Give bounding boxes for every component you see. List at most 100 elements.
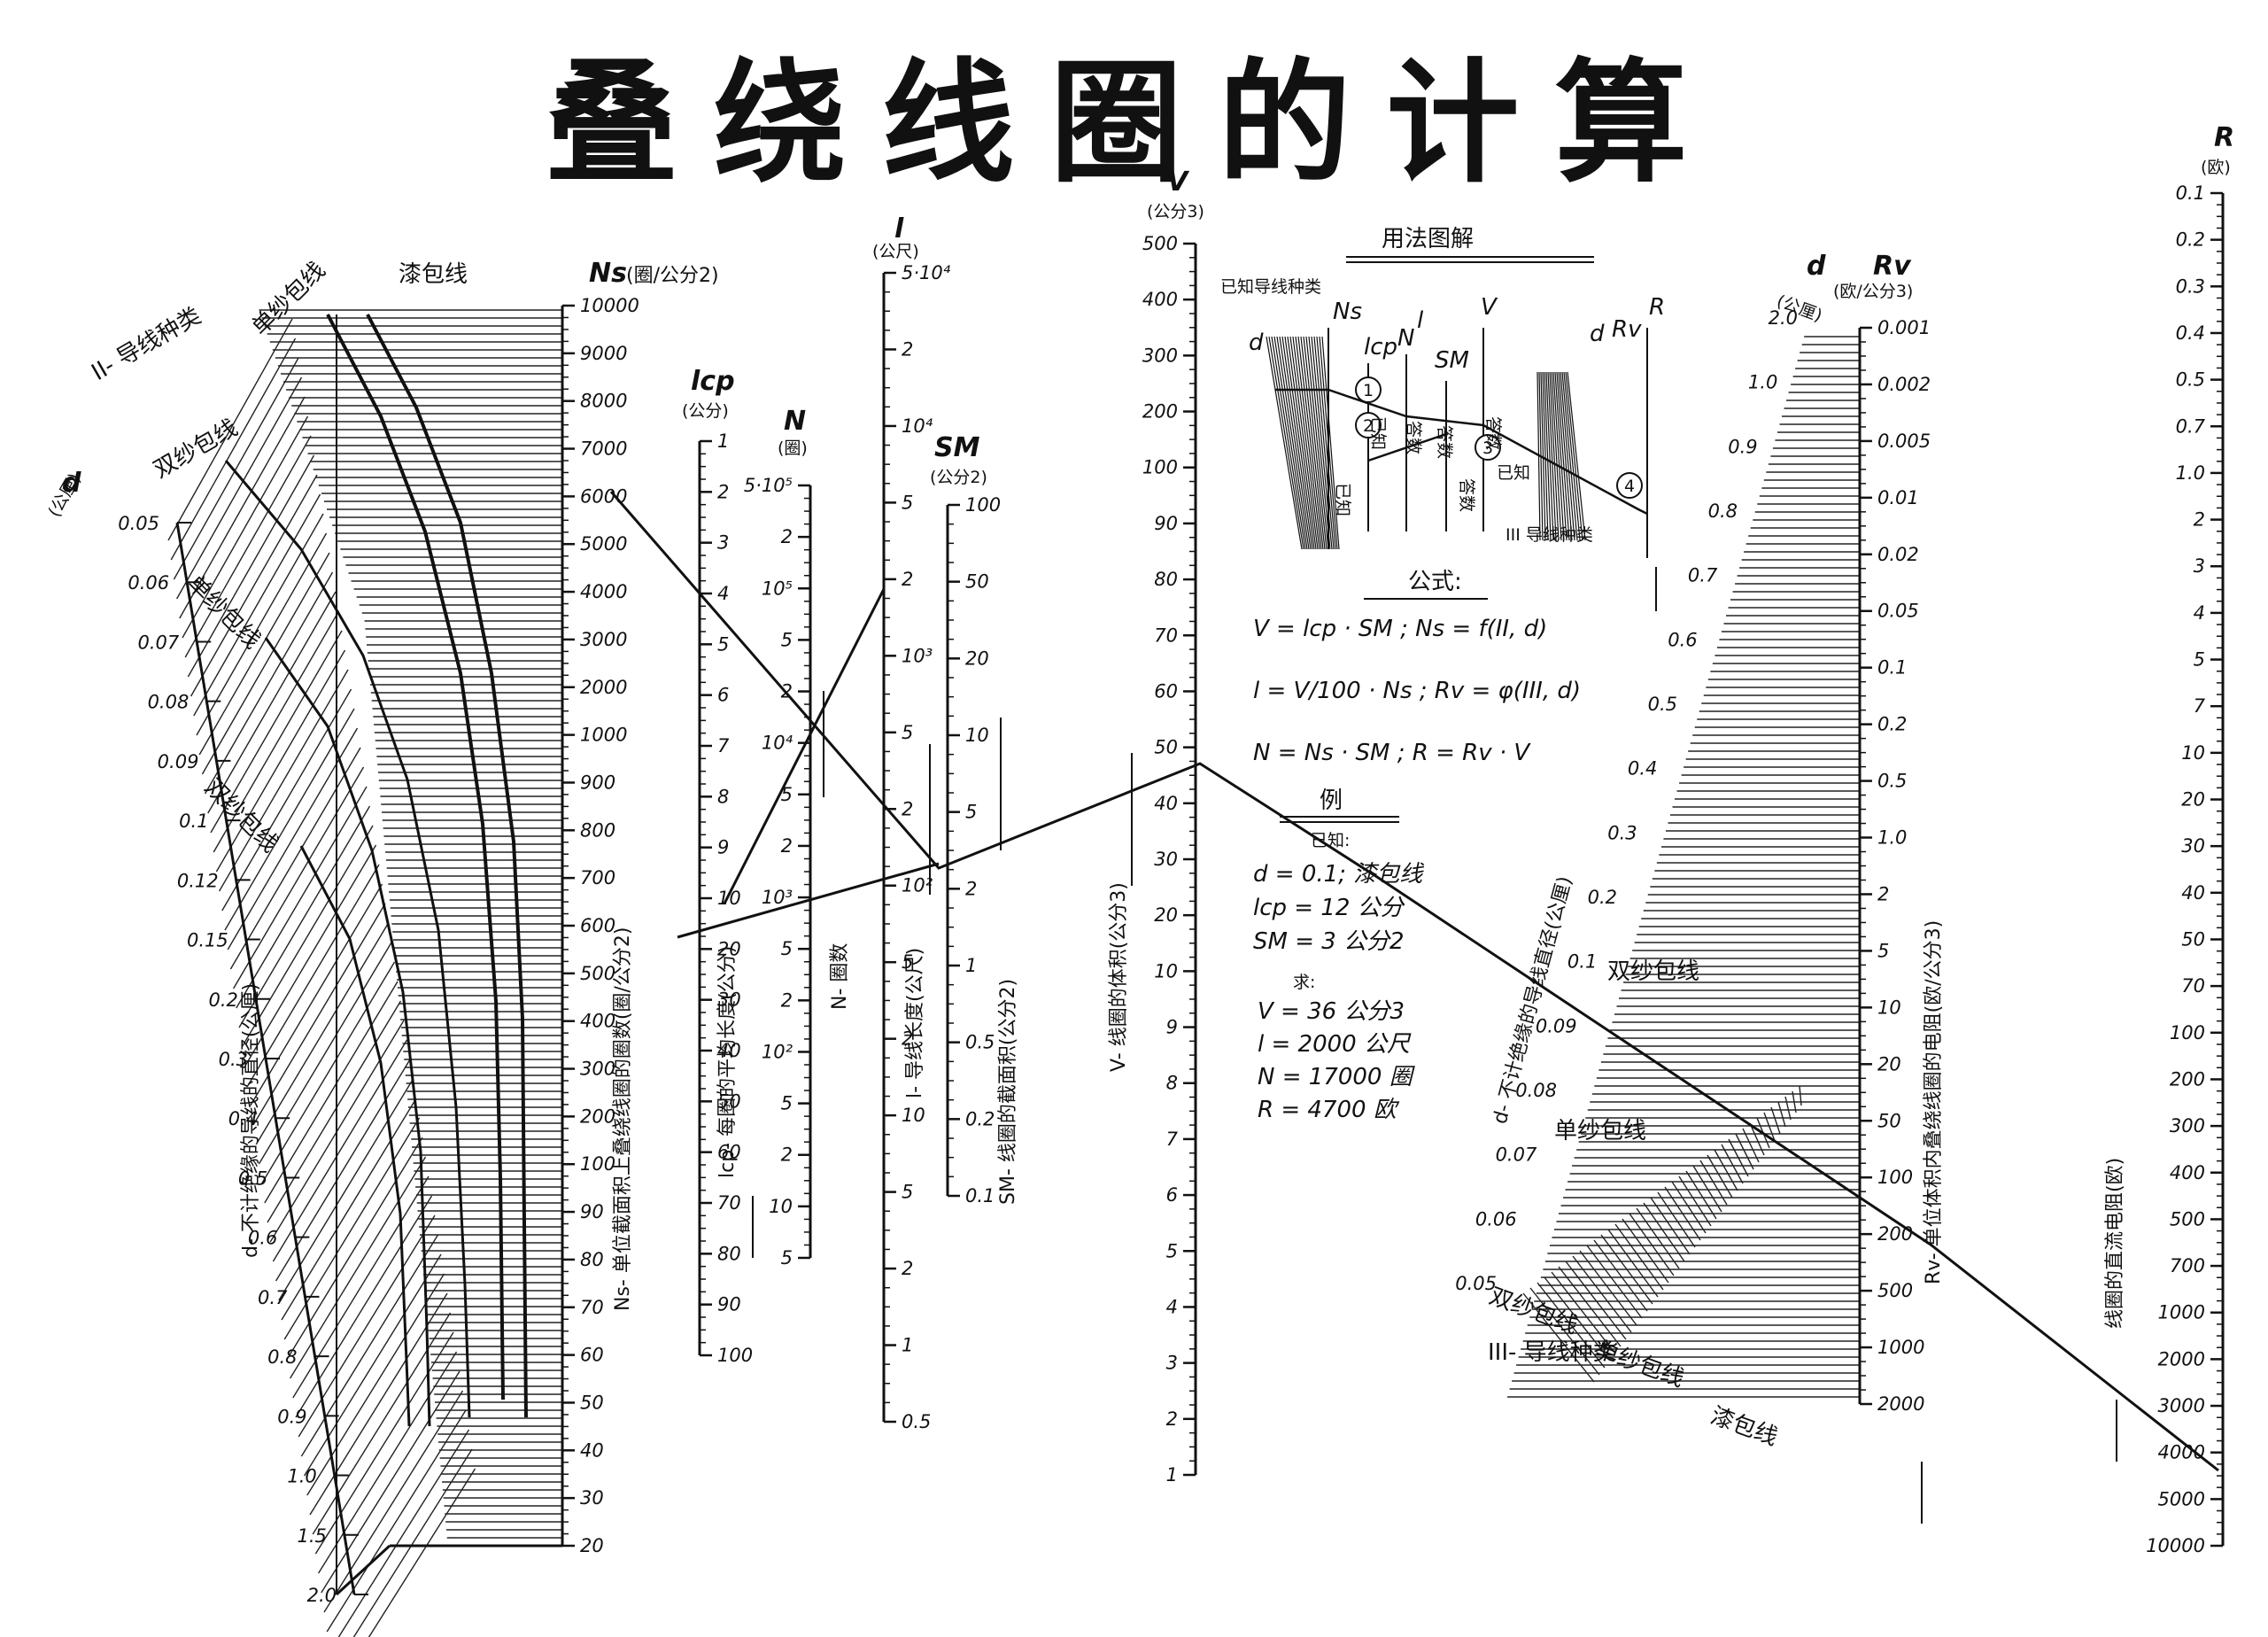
left-d-tick-label: 0.8	[267, 1346, 297, 1368]
sm-axis-tick-label: 5	[965, 802, 977, 823]
diag-hatch	[236, 786, 368, 1009]
usage-label: R	[1649, 294, 1665, 321]
example-known-label: 已知:	[1311, 831, 1350, 850]
r-axis-tick-label: 100	[2170, 1022, 2205, 1043]
lcp-axis-tick-label: 30	[717, 989, 741, 1011]
example-find-label: 求:	[1293, 973, 1315, 992]
lcp-axis-tick-label: 90	[717, 1294, 741, 1315]
usage-hatch	[1281, 336, 1313, 550]
rv-axis-tick-label: 100	[1877, 1167, 1913, 1188]
left-d-tick-label: 1.5	[297, 1525, 326, 1547]
sm-axis-tick-label: 0.2	[965, 1108, 995, 1129]
l-axis-tick-label: 5	[902, 1182, 913, 1203]
sm-axis-tick-label: 0.1	[965, 1185, 995, 1206]
rv-axis-tick-label: 500	[1877, 1280, 1913, 1301]
usage-note: 已知	[1497, 463, 1530, 483]
usage-heading: 用法图解	[1382, 226, 1474, 252]
diag-hatch	[1572, 1255, 1632, 1333]
right-wire-curve	[1798, 363, 1842, 1391]
formula-heading: 公式:	[1408, 569, 1462, 595]
v-axis-tick-label: 90	[1154, 513, 1178, 534]
usage-hatch	[1276, 336, 1310, 550]
usage-label: Rv	[1612, 316, 1642, 343]
ns-axis-tick-label: 5000	[580, 533, 627, 555]
formula-line: l = V/100 · Ns ; Rv = φ(III, d)	[1253, 678, 1581, 704]
diag-hatch	[201, 552, 330, 775]
left-d-axis-line	[175, 522, 356, 1595]
sm-axis-caption: SM- 线圈的截面积(公分2)	[997, 979, 1019, 1205]
usage-hatch	[1544, 371, 1552, 541]
diag-hatch	[321, 1370, 461, 1594]
usage-hatch	[1273, 336, 1308, 550]
rv-axis-tick-label: 2000	[1877, 1393, 1924, 1415]
diag-hatch	[1763, 1112, 1776, 1142]
diag-hatch	[193, 493, 321, 717]
l-axis-tick-label: 0.5	[902, 1411, 931, 1432]
diag-hatch	[1565, 1261, 1627, 1340]
ns-axis-tick-label: 400	[580, 1011, 615, 1032]
right-wire-type-label: 漆包线	[1707, 1402, 1782, 1451]
n-axis-tick-label: 5	[781, 1247, 793, 1268]
diag-hatch	[306, 1273, 445, 1496]
lcp-axis-tick-label: 100	[717, 1345, 753, 1366]
diag-hatch	[1551, 1271, 1616, 1354]
n-axis-unit: (圈)	[778, 438, 808, 458]
example-result: R = 4700 欧	[1258, 1097, 1400, 1123]
v-axis-tick-label: 7	[1166, 1129, 1179, 1150]
sm-axis-tick-label: 50	[965, 571, 989, 593]
right-d-tick-label: 0.06	[1475, 1208, 1517, 1230]
v-axis-tick-label: 4	[1166, 1296, 1178, 1317]
usage-step-circle	[1355, 412, 1382, 438]
diag-hatch	[1586, 1245, 1643, 1319]
page-title: 叠绕线圈的计算	[545, 47, 1723, 201]
diag-hatch	[221, 688, 352, 912]
r-axis-tick-label: 0.7	[2176, 415, 2206, 437]
diag-hatch	[210, 610, 340, 834]
left-d-tick-label: 0.4	[228, 1108, 258, 1129]
left-wire-type-label: 漆包线	[399, 261, 468, 288]
ns-axis-tick-label: 80	[580, 1249, 604, 1270]
v-axis-tick-label: 3	[1166, 1353, 1178, 1374]
diag-hatch	[1714, 1149, 1738, 1191]
lcp-axis-tick-label: 60	[717, 1142, 741, 1163]
ns-axis-tick-label: 900	[580, 772, 615, 793]
l-axis-tick-label: 2	[902, 338, 913, 360]
lcp-axis-caption: lcp- 每圈的平均长度(公分)	[716, 946, 739, 1178]
sm-axis-tick-label: 20	[965, 648, 989, 669]
n-axis-tick-label: 5·10⁵	[744, 475, 793, 496]
left-d-tick-label: 0.2	[208, 989, 237, 1011]
r-axis-tick-label: 1000	[2158, 1302, 2205, 1323]
diag-hatch	[1650, 1197, 1691, 1255]
usage-hatch	[1561, 371, 1578, 541]
diag-hatch	[314, 1331, 454, 1555]
n-axis-tick-label: 10²	[762, 1041, 793, 1062]
ns-axis-tick-label: 40	[580, 1439, 604, 1461]
diag-hatch	[1614, 1223, 1664, 1291]
r-axis-name: R	[2214, 122, 2234, 153]
usage-hatch	[1279, 336, 1312, 550]
ns-axis-tick-label: 100	[580, 1153, 615, 1175]
diag-hatch	[170, 337, 297, 561]
diag-hatch	[1749, 1122, 1765, 1156]
r-axis-tick-label: 200	[2170, 1068, 2205, 1090]
usage-hatch	[1289, 336, 1319, 550]
diag-hatch	[213, 630, 343, 853]
right-d-tick-label: 0.6	[1668, 629, 1697, 650]
rv-axis-tick-label: 200	[1877, 1223, 1913, 1245]
diag-hatch	[323, 1390, 464, 1613]
v-axis-tick-label: 70	[1154, 625, 1178, 646]
lcp-axis-tick-label: 1	[717, 431, 729, 452]
rv-axis-tick-label: 0.002	[1877, 374, 1931, 395]
diag-hatch	[246, 864, 380, 1087]
usage-hatch	[1551, 371, 1562, 541]
r-axis-tick-label: 400	[2170, 1162, 2205, 1183]
left-wire-curve	[326, 314, 505, 1400]
r-axis-tick-label: 0.2	[2176, 229, 2205, 251]
v-axis-tick-label: 400	[1142, 289, 1178, 310]
diag-hatch	[278, 1078, 414, 1301]
diag-hatch	[1735, 1133, 1754, 1170]
n-axis-tick-label: 2	[781, 526, 793, 547]
diag-hatch	[198, 532, 328, 756]
right-d-tick-label: 0.08	[1515, 1080, 1557, 1101]
